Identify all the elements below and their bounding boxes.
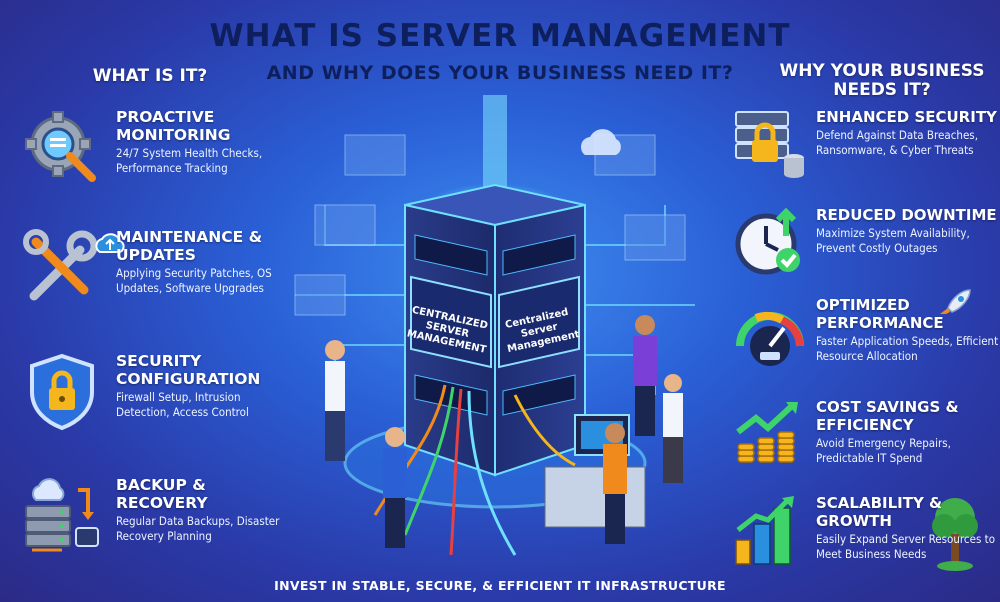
buildings-chart-icon [735,496,794,565]
tools-cloud-icon [23,229,98,301]
item-title: Backup & Recovery [116,476,208,512]
shield-lock-icon [30,353,94,431]
workstation [544,414,646,528]
server-tower-illustration: CENTRALIZED SERVER MANAGEMENT Centralize… [294,95,695,556]
clock-check-icon [735,207,800,275]
tree-icon [932,498,978,571]
item-title: Scalability & Growth [816,494,943,530]
item-desc: Applying Security Patches, OS Updates, S… [116,266,272,295]
item-title: Maintenance & Updates [116,228,263,264]
item-title: Enhanced Security [816,108,997,126]
gauge-rocket-icon [736,312,804,366]
item-desc: 24/7 System Health Checks, Performance T… [116,146,263,175]
right-column-heading: WHY YOUR BUSINESS NEEDS IT? [779,61,985,100]
item-desc: Easily Expand Server Resources to Meet B… [816,532,996,561]
left-column-heading: WHAT IS IT? [92,66,208,86]
cloud-upload-icon [95,233,125,253]
server-backup-icon [25,478,99,552]
item-title: Optimized Performance [816,296,944,332]
lock-database-icon [735,111,804,178]
item-title: Security Configuration [116,352,261,388]
item-title: Cost Savings & Efficiency [816,398,959,434]
page-subtitle: AND WHY DOES YOUR BUSINESS NEED IT? [266,62,734,84]
item-desc: Avoid Emergency Repairs, Predictable IT … [816,436,951,465]
item-desc: Firewall Setup, Intrusion Detection, Acc… [116,390,249,419]
item-desc: Defend Against Data Breaches, Ransomware… [816,128,978,157]
item-desc: Regular Data Backups, Disaster Recovery … [116,514,280,543]
item-desc: Faster Application Speeds, Efficient Res… [816,334,999,363]
page-title: WHAT IS SERVER MANAGEMENT [209,18,791,54]
item-desc: Maximize System Availability, Prevent Co… [816,226,970,255]
coins-chart-icon [736,401,798,463]
floating-panels [294,129,686,316]
item-title: Reduced Downtime [816,206,997,224]
gear-magnifier-icon [25,111,96,182]
item-title: Proactive Monitoring [116,108,231,144]
people [325,315,683,548]
footer-tagline: INVEST IN STABLE, SECURE, & EFFICIENT IT… [274,578,726,593]
rocket-icon [940,289,971,314]
